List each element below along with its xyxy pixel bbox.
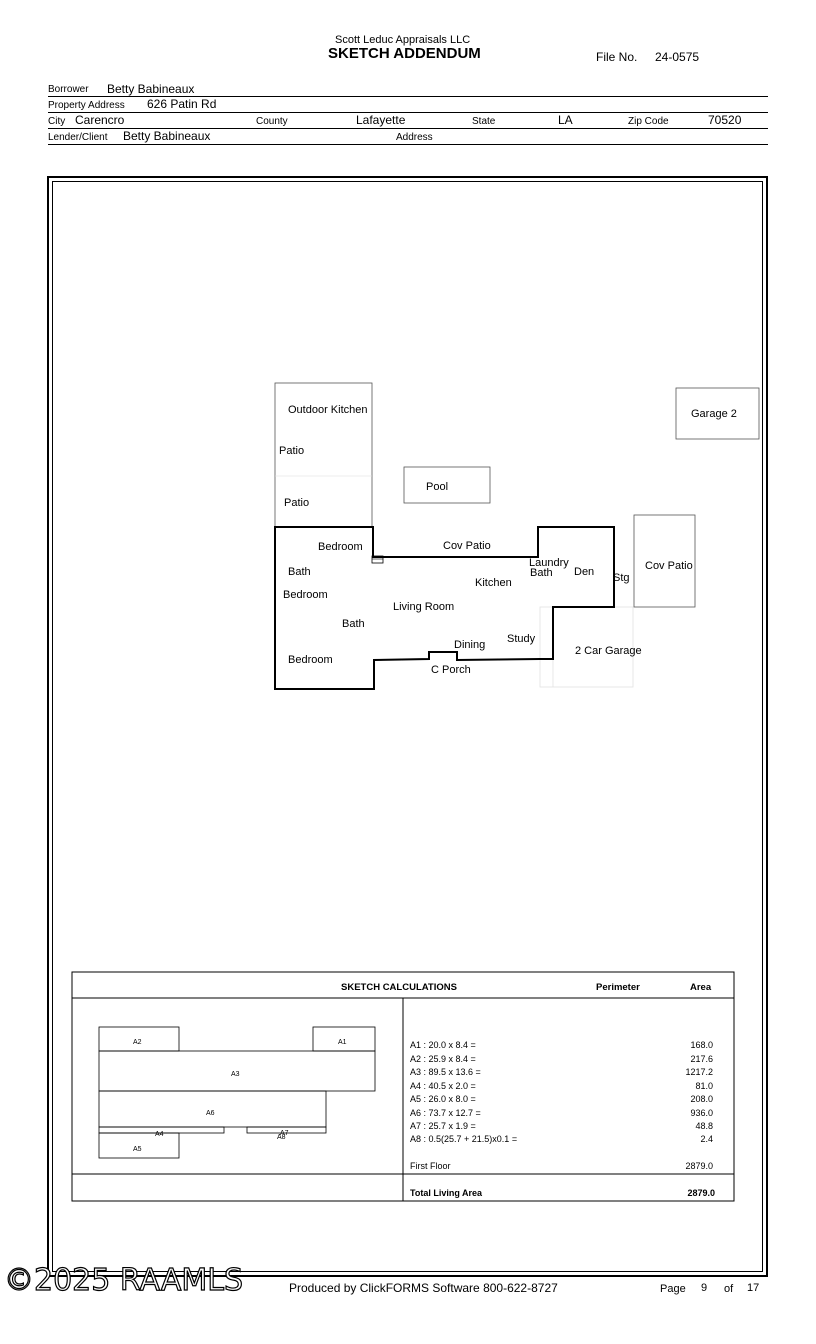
label-outdoor-kitchen: Outdoor Kitchen xyxy=(288,404,368,416)
label-dining: Dining xyxy=(454,639,486,651)
main-living-outline xyxy=(274,526,615,690)
total-living-area-value: 2879.0 xyxy=(687,1188,715,1198)
area-tag-a2: A2 xyxy=(133,1039,142,1046)
state-value: LA xyxy=(558,113,573,127)
label-bath-2: Bath xyxy=(342,618,365,630)
property-address-label: Property Address xyxy=(48,100,125,111)
calc-row-formula: A8 : 0.5(25.7 + 21.5)x0.1 = xyxy=(410,1134,518,1144)
lender-value: Betty Babineaux xyxy=(123,129,211,143)
produced-by: Produced by ClickFORMS Software 800-622-… xyxy=(289,1281,558,1295)
label-bath-3: Bath xyxy=(530,567,553,579)
county-value: Lafayette xyxy=(356,113,406,127)
rule-1 xyxy=(48,96,768,97)
label-bedroom-1: Bedroom xyxy=(318,541,363,553)
label-living-room: Living Room xyxy=(393,601,455,613)
area-tag-a3: A3 xyxy=(231,1071,240,1078)
calc-row-area: 936.0 xyxy=(690,1108,713,1118)
calc-row-formula: A6 : 73.7 x 12.7 = xyxy=(410,1108,481,1118)
calc-row-formula: A5 : 26.0 x 8.0 = xyxy=(410,1094,476,1104)
total-living-area-label: Total Living Area xyxy=(410,1188,483,1198)
borrower-value: Betty Babineaux xyxy=(107,82,195,96)
label-garage-2: Garage 2 xyxy=(691,408,737,420)
area-tag-a7: A7 xyxy=(280,1130,289,1137)
label-bedroom-2: Bedroom xyxy=(283,589,328,601)
city-value: Carencro xyxy=(75,113,125,127)
lender-label: Lender/Client xyxy=(48,132,108,143)
zip-label: Zip Code xyxy=(628,116,669,127)
perimeter-header: Perimeter xyxy=(596,982,640,993)
calc-row-area: 48.8 xyxy=(695,1121,713,1131)
rule-3 xyxy=(48,128,768,129)
calc-row-area: 81.0 xyxy=(695,1081,713,1091)
label-stg: Stg xyxy=(613,572,630,584)
label-cov-patio-main: Cov Patio xyxy=(443,540,491,552)
label-bedroom-3: Bedroom xyxy=(288,654,333,666)
calc-row-area: 168.0 xyxy=(690,1040,713,1050)
rule-4 xyxy=(48,144,768,145)
address-label: Address xyxy=(396,132,433,143)
calc-row-formula: A4 : 40.5 x 2.0 = xyxy=(410,1081,476,1091)
first-floor-area: 2879.0 xyxy=(685,1161,713,1171)
calc-row-formula: A2 : 25.9 x 8.4 = xyxy=(410,1054,476,1064)
cov-patio-side-area xyxy=(633,514,696,608)
label-laundry: Laundry xyxy=(529,557,569,569)
file-no-label: File No. xyxy=(596,50,638,64)
calc-row-formula: A3 : 89.5 x 13.6 = xyxy=(410,1067,481,1077)
sketch-frame-outer xyxy=(47,176,768,1277)
label-cov-patio-side: Cov Patio xyxy=(645,560,693,572)
label-pool: Pool xyxy=(426,481,449,493)
page-label: Page xyxy=(660,1283,686,1295)
pool-area xyxy=(403,466,491,504)
state-label: State xyxy=(472,116,496,127)
borrower-label: Borrower xyxy=(48,84,89,95)
company-name: Scott Leduc Appraisals LLC xyxy=(335,34,471,46)
page-title: SKETCH ADDENDUM xyxy=(328,45,481,62)
label-c-porch: C Porch xyxy=(431,664,471,676)
label-2-car-garage: 2 Car Garage xyxy=(575,645,642,657)
city-label: City xyxy=(48,116,66,127)
calc-row-area: 2.4 xyxy=(700,1134,713,1144)
zip-value: 70520 xyxy=(708,113,742,127)
county-label: County xyxy=(256,116,288,127)
calc-row-area: 217.6 xyxy=(690,1054,713,1064)
area-tag-a6: A6 xyxy=(206,1110,215,1117)
calc-row-formula: A7 : 25.7 x 1.9 = xyxy=(410,1121,476,1131)
calc-row-area: 208.0 xyxy=(690,1094,713,1104)
copyright-watermark: ©2025 RAAMLS xyxy=(3,1262,244,1298)
rule-2 xyxy=(48,112,768,113)
garage-2-area xyxy=(675,387,760,440)
calc-row-formula: A1 : 20.0 x 8.4 = xyxy=(410,1040,476,1050)
first-floor-label: First Floor xyxy=(410,1161,451,1171)
label-den: Den xyxy=(574,566,595,578)
small-opening-marker xyxy=(371,555,384,564)
label-bath-1: Bath xyxy=(288,566,311,578)
area-header: Area xyxy=(690,982,712,993)
property-address-value: 626 Patin Rd xyxy=(147,97,217,111)
calculations-title: SKETCH CALCULATIONS xyxy=(341,982,457,993)
of-label: of xyxy=(724,1283,734,1295)
area-tag-a5: A5 xyxy=(133,1146,142,1153)
calc-row-area: 1217.2 xyxy=(685,1067,713,1077)
page-number: 9 xyxy=(701,1282,708,1294)
label-patio-lower: Patio xyxy=(284,497,310,509)
sketch-frame-inner xyxy=(52,181,763,1272)
area-tag-a4: A4 xyxy=(155,1131,164,1138)
area-tag-a1: A1 xyxy=(338,1039,347,1046)
label-patio-upper: Patio xyxy=(279,445,305,457)
file-no-value: 24-0575 xyxy=(655,50,700,64)
label-study: Study xyxy=(507,633,536,645)
label-kitchen: Kitchen xyxy=(475,577,512,589)
page-total: 17 xyxy=(747,1282,760,1294)
area-tag-a8: A8 xyxy=(277,1134,286,1141)
